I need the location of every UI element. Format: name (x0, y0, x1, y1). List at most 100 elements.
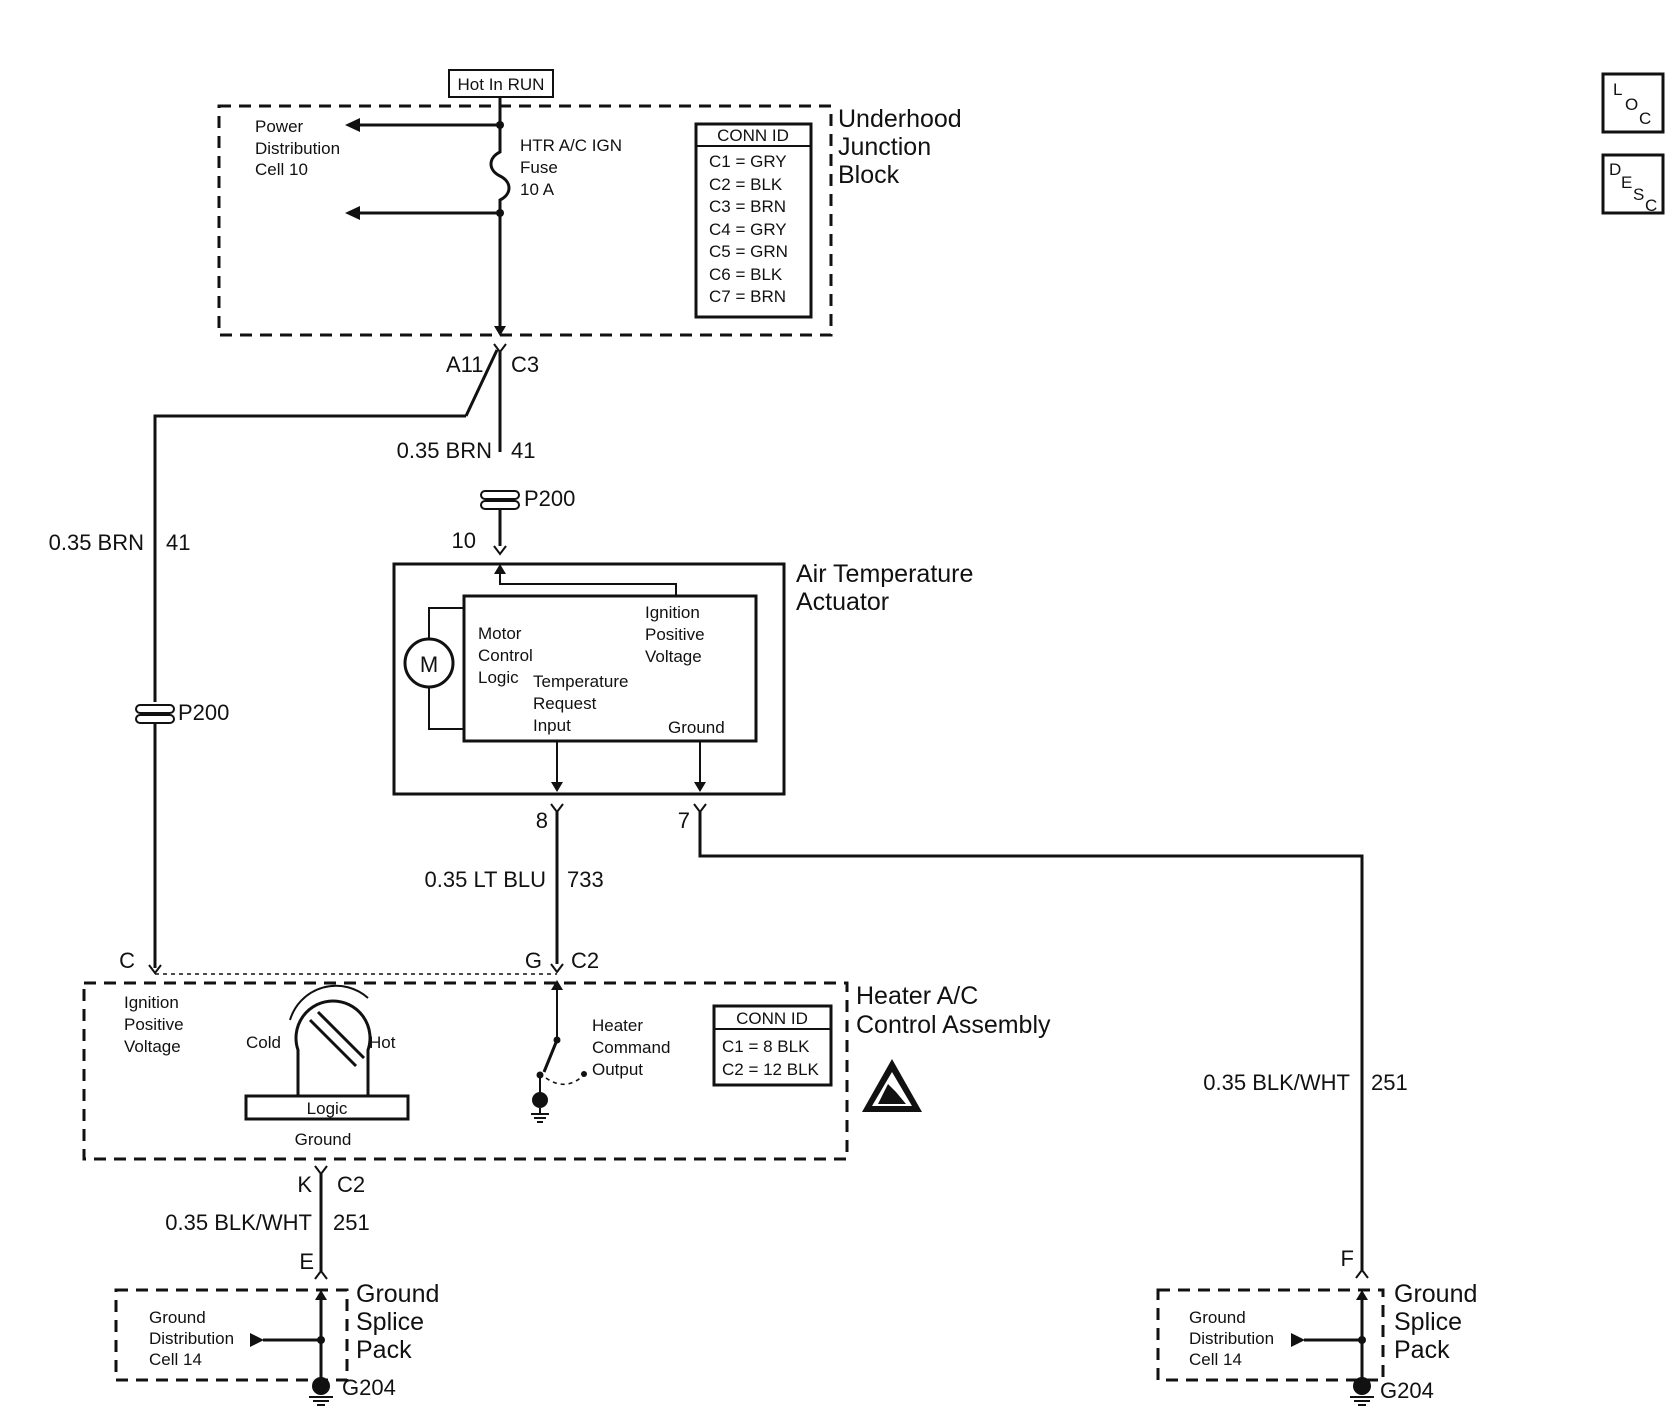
svg-text:F: F (1341, 1246, 1354, 1271)
svg-text:C3: C3 (511, 352, 539, 377)
svg-text:G204: G204 (1380, 1378, 1434, 1403)
svg-text:Actuator: Actuator (796, 588, 889, 616)
svg-text:Pack: Pack (356, 1336, 412, 1364)
svg-text:Cell 14: Cell 14 (1189, 1350, 1242, 1369)
svg-text:C1 = 8 BLK: C1 = 8 BLK (722, 1037, 810, 1056)
svg-text:Heater A/C: Heater A/C (856, 982, 978, 1010)
svg-text:Pack: Pack (1394, 1336, 1450, 1364)
loc-icon[interactable]: L O C (1601, 72, 1665, 134)
heater-ac-control-assembly: Heater A/C Control Assembly C G C2 Ignit… (82, 948, 1051, 1272)
arrow-down-icon (494, 326, 506, 336)
arrow-down-icon (694, 782, 706, 792)
svg-text:E: E (299, 1249, 314, 1274)
wire-41-left-label: 0.35 BRN 41 (49, 530, 191, 555)
svg-text:C3 = BRN: C3 = BRN (709, 197, 786, 216)
svg-text:Cell 10: Cell 10 (255, 160, 308, 179)
svg-text:S: S (1633, 185, 1644, 204)
air-temperature-actuator: 10 Air Temperature Actuator Motor Contro… (392, 528, 973, 796)
svg-text:Ground: Ground (668, 718, 725, 737)
wire-733-label: 0.35 LT BLU 733 (425, 867, 604, 892)
svg-text:C5 = GRN: C5 = GRN (709, 242, 788, 261)
svg-text:733: 733 (567, 867, 604, 892)
svg-text:Temperature: Temperature (533, 672, 628, 691)
svg-text:G204: G204 (342, 1375, 396, 1400)
svg-text:Ground: Ground (1189, 1308, 1246, 1327)
wire-41-center-label: 0.35 BRN 41 (397, 438, 536, 463)
svg-text:L: L (1613, 80, 1622, 99)
control-conn-id-table: CONN ID C1 = 8 BLK C2 = 12 BLK (712, 1004, 833, 1087)
svg-text:K: K (297, 1172, 312, 1197)
svg-text:Fuse: Fuse (520, 158, 558, 177)
svg-text:Junction: Junction (838, 133, 931, 161)
desc-icon[interactable]: D E S C (1601, 153, 1665, 215)
svg-text:E: E (1621, 173, 1632, 192)
svg-text:0.35 BLK/WHT: 0.35 BLK/WHT (165, 1210, 312, 1235)
esd-warning-icon (862, 1059, 922, 1112)
svg-text:CONN ID: CONN ID (736, 1009, 808, 1028)
svg-text:Ground: Ground (356, 1280, 439, 1308)
svg-text:Request: Request (533, 694, 597, 713)
svg-text:41: 41 (511, 438, 535, 463)
svg-text:C: C (1639, 109, 1651, 128)
connector-pin-8: 8 (536, 803, 564, 964)
svg-text:7: 7 (678, 808, 690, 833)
svg-text:C: C (119, 948, 135, 973)
svg-text:Distribution: Distribution (1189, 1329, 1274, 1348)
svg-text:Ignition: Ignition (124, 993, 179, 1012)
svg-text:M: M (420, 652, 438, 677)
svg-text:Heater: Heater (592, 1016, 643, 1035)
arrow-left-icon (345, 206, 360, 220)
arrow-up-icon (1356, 1290, 1368, 1300)
svg-text:41: 41 (166, 530, 190, 555)
svg-text:Motor: Motor (478, 624, 522, 643)
svg-text:Ground: Ground (295, 1130, 352, 1149)
svg-text:Logic: Logic (478, 668, 519, 687)
svg-text:251: 251 (1371, 1070, 1408, 1095)
svg-text:Ignition: Ignition (645, 603, 700, 622)
svg-text:Air Temperature: Air Temperature (796, 560, 973, 588)
svg-text:Distribution: Distribution (255, 139, 340, 158)
ground-splice-pack-left: E Ground Distribution Cell 14 Ground Spl… (114, 1249, 439, 1406)
svg-text:Ground: Ground (1394, 1280, 1477, 1308)
arrow-up-icon (315, 1290, 327, 1300)
svg-text:10: 10 (452, 528, 476, 553)
svg-text:C2 = BLK: C2 = BLK (709, 175, 783, 194)
svg-text:P200: P200 (524, 486, 575, 511)
ground-splice-pack-right: F Ground Distribution Cell 14 Ground Spl… (1156, 1246, 1477, 1406)
svg-text:Block: Block (838, 161, 900, 189)
svg-text:0.35 BLK/WHT: 0.35 BLK/WHT (1203, 1070, 1350, 1095)
svg-text:Control: Control (478, 646, 533, 665)
svg-text:P200: P200 (178, 700, 229, 725)
ground-icon (1353, 1377, 1371, 1395)
svg-text:C6 = BLK: C6 = BLK (709, 265, 783, 284)
svg-text:Voltage: Voltage (645, 647, 702, 666)
svg-text:Command: Command (592, 1038, 670, 1057)
wire-251-left-label: 0.35 BLK/WHT 251 (165, 1210, 369, 1235)
conn-id-table: CONN ID C1 = GRY C2 = BLK C3 = BRN C4 = … (694, 122, 813, 319)
svg-text:Cell 14: Cell 14 (149, 1350, 202, 1369)
svg-text:G: G (525, 948, 542, 973)
svg-text:Splice: Splice (1394, 1308, 1462, 1336)
svg-text:C4 = GRY: C4 = GRY (709, 220, 787, 239)
splice-p200-center: P200 (480, 486, 575, 546)
svg-text:Input: Input (533, 716, 571, 735)
svg-text:8: 8 (536, 808, 548, 833)
svg-text:D: D (1609, 160, 1621, 179)
ground-icon (312, 1377, 330, 1395)
temperature-knob-icon (289, 984, 372, 1107)
splice-p200-left: P200 (135, 700, 229, 968)
svg-text:0.35 LT BLU: 0.35 LT BLU (425, 867, 546, 892)
svg-text:0.35 BRN: 0.35 BRN (397, 438, 492, 463)
svg-text:Control Assembly: Control Assembly (856, 1011, 1051, 1039)
svg-text:Output: Output (592, 1060, 643, 1079)
svg-text:Hot In RUN: Hot In RUN (458, 75, 545, 94)
arrow-up-icon (551, 980, 563, 990)
hot-in-run-label: Hot In RUN (448, 69, 554, 98)
connector-pin-7: 7 (678, 803, 1364, 1270)
svg-text:O: O (1625, 95, 1638, 114)
svg-text:Hot: Hot (369, 1033, 396, 1052)
svg-text:C2: C2 (571, 948, 599, 973)
svg-text:C1 = GRY: C1 = GRY (709, 152, 787, 171)
connector-a11-c3: A11 C3 (153, 343, 539, 702)
